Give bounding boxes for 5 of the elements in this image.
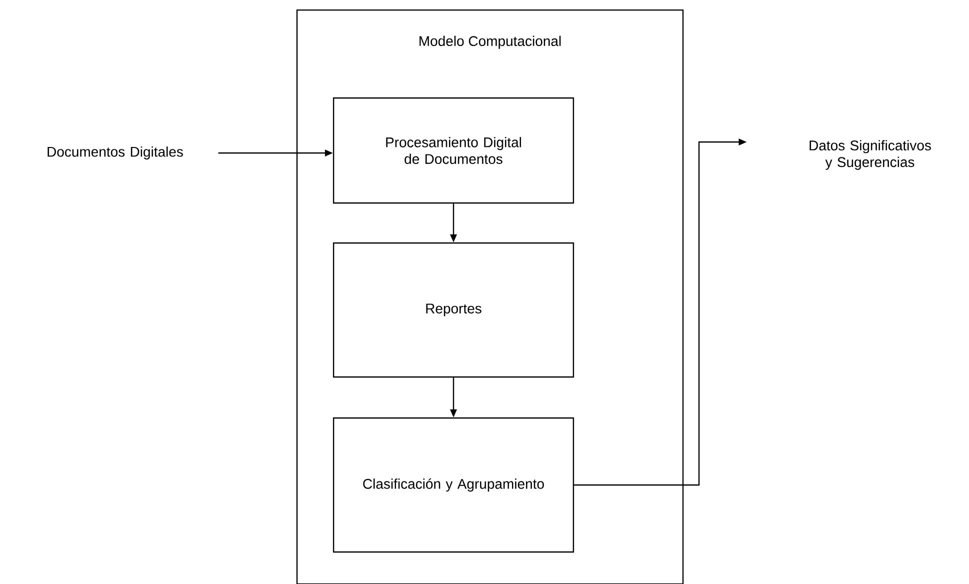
process-box: Procesamiento Digital de Documentos	[332, 97, 574, 204]
process-box: Clasificación y Agrupamiento	[332, 417, 574, 553]
process-box: Reportes	[332, 242, 574, 378]
input-label: Documentos Digitales	[48, 146, 183, 160]
output-label: Datos Significativos y Sugerencias	[810, 140, 931, 170]
